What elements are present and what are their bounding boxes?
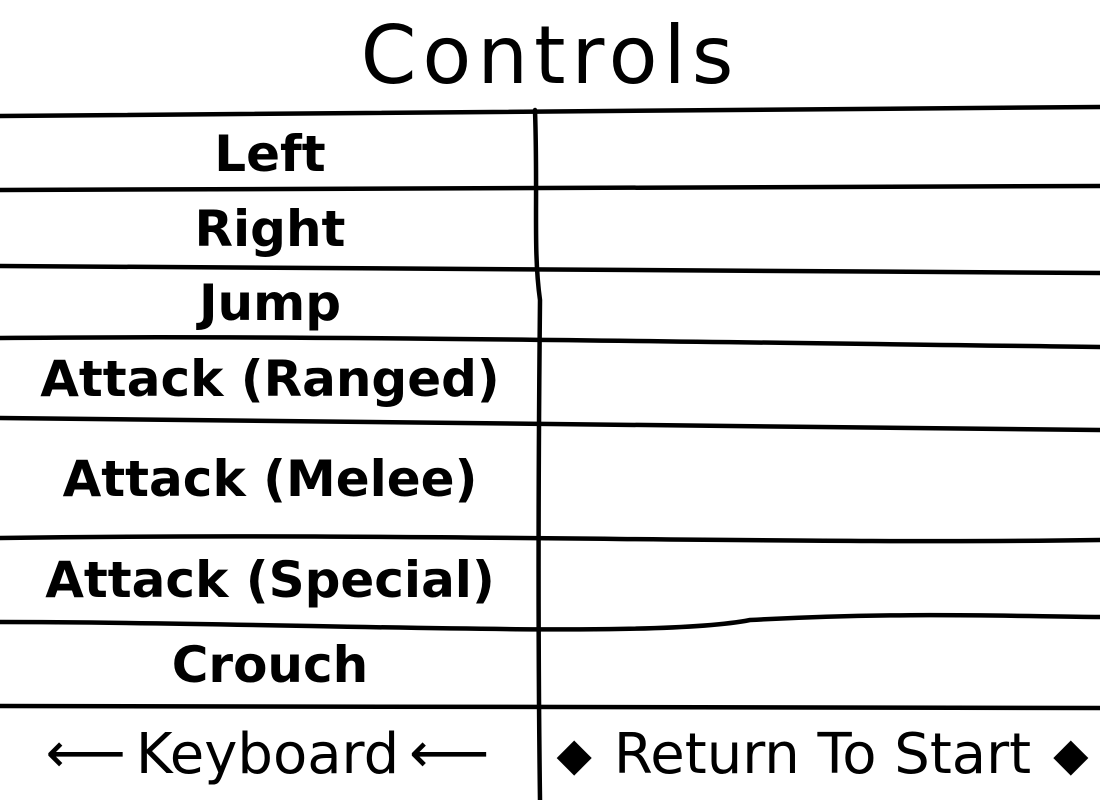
left-arrow-icon: ⟵ <box>45 721 126 786</box>
control-label-attack-special: Attack (Special) <box>45 551 495 609</box>
divider-line <box>0 415 1100 433</box>
screen-title: Controls <box>360 9 740 102</box>
left-arrow-icon: ⟵ <box>409 721 490 786</box>
column-divider <box>532 107 543 800</box>
control-label-attack-melee: Attack (Melee) <box>62 450 478 508</box>
binding-slot-left[interactable] <box>545 112 1100 186</box>
return-to-start-button[interactable]: ◆ Return To Start ◆ <box>545 708 1100 800</box>
divider-line <box>0 335 1100 350</box>
control-label-attack-ranged: Attack (Ranged) <box>40 350 500 408</box>
divider-line <box>0 534 1100 544</box>
binding-slot-attack-melee[interactable] <box>545 432 1100 538</box>
input-mode-button[interactable]: ⟵ Keyboard ⟵ <box>0 708 535 800</box>
control-label-left: Left <box>214 125 326 183</box>
binding-slot-crouch[interactable] <box>545 622 1100 706</box>
divider-line <box>0 104 1100 119</box>
binding-slot-jump[interactable] <box>545 274 1100 344</box>
divider-line <box>0 612 1100 632</box>
divider-line <box>0 183 1100 193</box>
binding-slot-attack-ranged[interactable] <box>545 348 1100 428</box>
control-label-crouch: Crouch <box>171 636 369 694</box>
input-mode-label: Keyboard <box>135 721 400 787</box>
control-label-right: Right <box>194 200 346 258</box>
divider-line <box>0 263 1100 276</box>
divider-line <box>0 703 1100 711</box>
binding-slot-attack-special[interactable] <box>545 544 1100 616</box>
return-to-start-label: Return To Start <box>613 721 1032 787</box>
binding-slot-right[interactable] <box>545 188 1100 270</box>
diamond-icon: ◆ <box>556 727 592 781</box>
diamond-icon: ◆ <box>1053 727 1089 781</box>
control-label-jump: Jump <box>198 274 342 332</box>
